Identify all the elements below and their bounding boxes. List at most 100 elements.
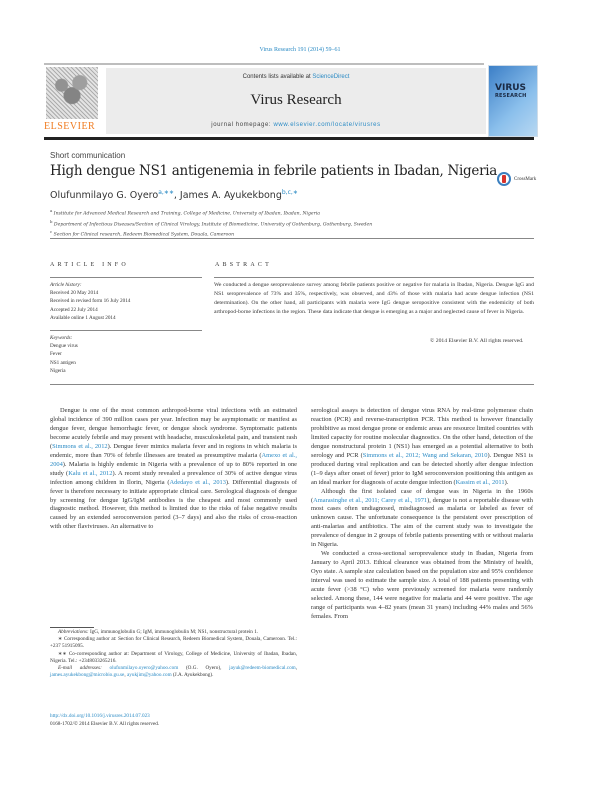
copyright: © 2014 Elsevier B.V. All rights reserved…: [430, 338, 524, 344]
crossmark-label: CrossMark: [514, 176, 537, 182]
email-link[interactable]: james.ayukekbong@microbio.gu.se: [50, 672, 125, 679]
divider: [44, 63, 484, 65]
paragraph: serological assays is detection of dengu…: [311, 407, 533, 488]
divider: [44, 137, 534, 140]
contents-prefix: Contents lists available at: [242, 74, 313, 80]
body-column-left: Dengue is one of the most common arthrop…: [50, 407, 297, 532]
reference-link[interactable]: Amarasinghe et al., 2011; Carey et al., …: [313, 496, 428, 504]
history-item: Received in revised form 16 July 2014: [50, 298, 131, 305]
history-label: Article history:: [50, 282, 82, 288]
keywords-label: Keywords:: [50, 335, 73, 341]
email-label: E-mail addresses:: [58, 665, 102, 672]
reference-link[interactable]: Simmons et al., 2012: [52, 442, 108, 450]
author-name[interactable]: Olufunmilayo G. Oyero: [50, 190, 159, 202]
reference-link[interactable]: Adedayo et al., 2013: [169, 478, 226, 486]
homepage-line: journal homepage: www.elsevier.com/locat…: [106, 122, 486, 128]
divider: [50, 238, 534, 239]
reference-link[interactable]: Amexo et al., 2004: [50, 451, 297, 468]
text: ). Dengue NS1 is produced during viral r…: [311, 451, 533, 486]
footnote-abbreviations: Abbreviations: IgG, immunoglobulin G; Ig…: [50, 629, 297, 636]
abstract-text: We conducted a dengue seroprevalence sur…: [214, 282, 534, 315]
abbr-text: IgG, immunoglobulin G; IgM, immunoglobul…: [88, 629, 259, 635]
affil-text: Section for Clinical research, Redeem Bi…: [53, 232, 235, 238]
journal-name: Virus Research: [250, 92, 342, 108]
contents-line: Contents lists available at ScienceDirec…: [106, 74, 486, 80]
text: ). Dengue fever mimics malaria fever and…: [50, 442, 297, 459]
elsevier-tree-icon: [46, 67, 98, 119]
history-item: Received 20 May 2014: [50, 290, 99, 297]
affil-sup: b: [50, 218, 53, 224]
footnote-divider: [50, 627, 94, 628]
issn-line: 0168-1702/© 2014 Elsevier B.V. All right…: [50, 721, 160, 727]
journal-banner: Contents lists available at ScienceDirec…: [106, 68, 486, 134]
history-item: Accepted 22 July 2014: [50, 306, 98, 313]
journal-citation[interactable]: Virus Research 191 (2014) 59–61: [0, 47, 600, 53]
footnote-emails: E-mail addresses: olufunmilayo.oyero@yah…: [50, 665, 297, 679]
citation-link[interactable]: Virus Research 191 (2014) 59–61: [259, 47, 341, 53]
email-owner: (O.G. Oyero),: [178, 665, 222, 672]
text: serological assays is detection of dengu…: [311, 407, 533, 459]
email-owner: (J.A. Ayukekbong).: [171, 672, 214, 679]
text: ), dengue is not a reportable disease wi…: [311, 496, 533, 549]
history-item: Available online 1 August 2014: [50, 314, 116, 321]
homepage-link[interactable]: www.elsevier.com/locate/virusres: [273, 122, 381, 128]
affil-sup: a: [50, 208, 53, 213]
email-link[interactable]: jayuk@redeem-biomedical.com: [229, 665, 296, 672]
reference-link[interactable]: Simmons et al., 2012; Wang and Sekaran, …: [362, 451, 488, 459]
sciencedirect-link[interactable]: ScienceDirect: [312, 74, 350, 80]
keyword: Dengue virus: [50, 343, 78, 350]
abbr-label: Abbreviations:: [58, 629, 89, 635]
divider: [50, 277, 202, 278]
article-type: Short communication: [50, 151, 126, 160]
cover-subtitle-text: RESEARCH: [495, 93, 527, 99]
text: ).: [504, 478, 509, 486]
paragraph: We conducted a cross-sectional seropreva…: [311, 550, 533, 620]
text: ). A recent study revealed a prevalence …: [50, 469, 298, 486]
text: Although the first isolated case of deng…: [311, 487, 533, 504]
affil-sup: c: [50, 229, 53, 235]
article-info-heading: ARTICLE INFO: [50, 262, 129, 268]
text: ). Differential diagnosis of fever is th…: [50, 478, 297, 531]
affiliation: c Section for Clinical research, Redeem …: [50, 228, 372, 239]
keyword: NS1 antigen: [50, 359, 76, 366]
keyword: Fever: [50, 351, 62, 358]
affiliations: a Institute for Advanced Medical Researc…: [50, 207, 372, 239]
author-affil-sup[interactable]: b,c,∗: [281, 189, 298, 196]
footnote-co-corresponding: ∗∗ Co-corresponding author at: Departmen…: [50, 650, 297, 664]
footnotes: Abbreviations: IgG, immunoglobulin G; Ig…: [50, 629, 297, 679]
author-affil-sup[interactable]: a,∗∗: [158, 189, 174, 196]
article-history: Article history: Received 20 May 2014 Re…: [50, 281, 130, 322]
affil-text: Department of Infectious Diseases/Sectio…: [53, 222, 373, 228]
email-link[interactable]: ayukjim@yahoo.com: [126, 672, 172, 679]
keywords: Keywords: Dengue virus Fever NS1 antigen…: [50, 334, 78, 375]
publisher-name: ELSEVIER: [44, 121, 96, 132]
divider: [50, 330, 202, 331]
footnote-corresponding: ∗ Corresponding author at: Section for C…: [50, 636, 297, 650]
keyword: Nigeria: [50, 367, 66, 374]
article-title: High dengue NS1 antigenemia in febrile p…: [50, 163, 497, 179]
divider: [50, 384, 534, 385]
affiliation: b Department of Infectious Diseases/Sect…: [50, 218, 372, 229]
crossmark-icon: [497, 172, 511, 186]
elsevier-logo: ELSEVIER: [44, 67, 102, 135]
affil-text: Institute for Advanced Medical Research …: [53, 211, 321, 217]
author-name[interactable]: James A. Ayukekbong: [179, 190, 282, 202]
doi-link[interactable]: http://dx.doi.org/10.1016/j.virusres.201…: [50, 713, 150, 719]
crossmark-button[interactable]: CrossMark: [497, 172, 536, 186]
reference-link[interactable]: Kalu et al., 2012: [68, 469, 113, 477]
email-link[interactable]: olufunmilayo.oyero@yahoo.com: [109, 665, 179, 672]
affiliation: a Institute for Advanced Medical Researc…: [50, 207, 372, 218]
reference-link[interactable]: Kassim et al., 2011: [455, 478, 505, 486]
body-column-right: serological assays is detection of dengu…: [311, 407, 533, 622]
text: ). Malaria is highly endemic in Nigeria …: [50, 460, 297, 477]
homepage-prefix: journal homepage:: [211, 122, 274, 128]
text: Dengue is one of the most common arthrop…: [50, 407, 297, 450]
paragraph: Dengue is one of the most common arthrop…: [50, 407, 297, 532]
cover-title-text: VIRUS: [495, 83, 527, 93]
paragraph: Although the first isolated case of deng…: [311, 488, 533, 551]
author-list: Olufunmilayo G. Oyeroa,∗∗, James A. Ayuk…: [50, 189, 298, 202]
divider: [214, 277, 534, 278]
abstract-heading: ABSTRACT: [215, 262, 272, 268]
